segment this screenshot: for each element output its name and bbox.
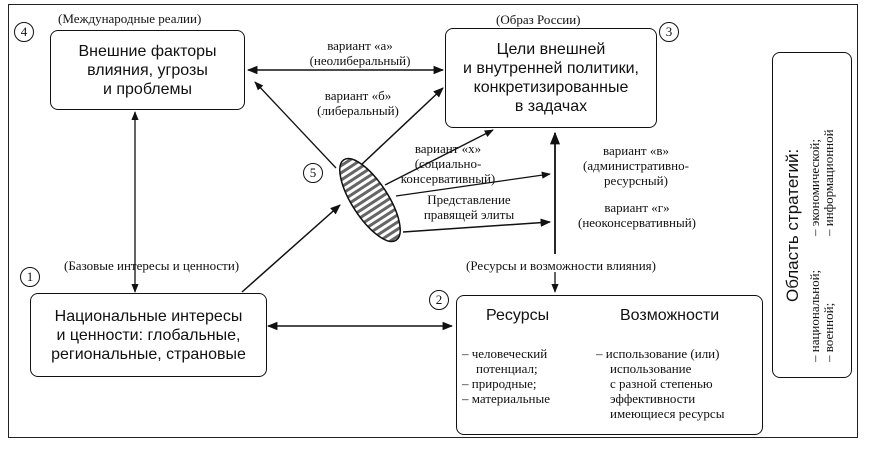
possibility-line-3: с разной степенью [610, 376, 713, 391]
external-factors-box: Внешние факторы влияния, угрозы и пробле… [50, 30, 245, 110]
elite-line-2: правящей элиты [423, 207, 515, 222]
strategy-information: – информационной [821, 129, 836, 236]
variant-v-desc-1: (административно- [583, 158, 689, 173]
elite-line-1: Представление [427, 192, 511, 207]
goals-line-4: в задачах [514, 98, 588, 115]
strategy-col-2: – экономической; – информационной [807, 129, 836, 236]
variant-x-label: вариант «х» (социально- консервативный) [392, 141, 504, 186]
policy-goals-box: Цели внешней и внутренней политики, конк… [445, 28, 657, 128]
strategy-national: – национальной; [807, 269, 822, 362]
arrow-variant-b [254, 81, 337, 169]
step-number-5: 5 [303, 163, 323, 183]
goals-line-2: и внутренней политики, [463, 60, 639, 77]
variant-v-desc-2: ресурсный) [604, 173, 668, 188]
resource-item-3: – материальные [462, 391, 550, 406]
variant-b-label: вариант «б» (либеральный) [304, 88, 412, 118]
external-line-3: и проблемы [102, 80, 192, 98]
strategy-military: – военной; [821, 302, 836, 362]
strategy-area-box [772, 52, 852, 378]
possibility-line-2: использование [610, 361, 692, 376]
arrow-variant-v [395, 171, 551, 197]
variant-v-title: вариант «в» [603, 143, 669, 158]
arrow-variant-g [402, 218, 552, 233]
resources-table [456, 295, 763, 435]
possibilities-list: – использование (или) использование с ра… [596, 346, 724, 421]
resources-influence-label: (Ресурсы и возможности влияния) [466, 258, 656, 273]
step-number-1: 1 [20, 267, 40, 287]
strategy-col-1: – национальной; – военной; [807, 269, 836, 362]
variant-g-label: вариант «г» (неоконсервативный) [564, 200, 710, 230]
external-line-1: Внешние факторы [78, 42, 217, 60]
possibility-line-5: имеющиеся ресурсы [610, 406, 725, 421]
national-line-2: и ценности: глобальные, [56, 326, 241, 344]
goals-line-1: Цели внешней [496, 41, 606, 58]
strategy-economic: – экономической; [807, 138, 822, 236]
step-number-4: 4 [14, 22, 34, 42]
variant-a-label: вариант «а» (неолиберальный) [296, 38, 424, 68]
resources-list: – человеческий потенциал; – природные; –… [462, 346, 550, 406]
variant-v-label: вариант «в» (административно- ресурсный) [566, 143, 706, 188]
external-line-2: влияния, угрозы [87, 61, 208, 79]
step-number-3: 3 [659, 22, 679, 42]
variant-a-desc: (неолиберальный) [309, 53, 411, 68]
variant-g-desc: (неоконсервативный) [577, 215, 697, 230]
variant-g-title: вариант «г» [604, 200, 670, 215]
resources-header: Ресурсы [486, 307, 550, 324]
ruling-elite-label: Представление правящей элиты [412, 192, 526, 222]
step-number-2: 2 [429, 290, 449, 310]
variant-x-desc-2: консервативный) [400, 171, 496, 186]
resource-item-1b: потенциал; [476, 361, 538, 376]
variant-b-title: вариант «б» [324, 88, 392, 103]
resource-item-1: – человеческий [462, 346, 548, 361]
arrow-variant-x [384, 129, 494, 186]
variant-a-title: вариант «а» [327, 38, 393, 53]
ruling-elite-ellipse [339, 157, 401, 243]
national-line-1: Национальные интересы [54, 307, 243, 325]
base-interests-label: (Базовые интересы и ценности) [64, 258, 240, 273]
strategy-area-title: Область стратегий: [783, 148, 802, 302]
national-line-3: региональные, страновые [51, 345, 246, 363]
national-interests-box: Национальные интересы и ценности: глобал… [30, 293, 267, 377]
russia-image-label: (Образ России) [496, 12, 581, 27]
possibility-line-4: эффективности [610, 391, 696, 406]
arrow-elite-goals [359, 87, 444, 167]
resource-item-2: – природные; [462, 376, 537, 391]
international-realities-label: (Международные реалии) [58, 11, 202, 26]
variant-x-desc-1: (социально- [414, 156, 482, 171]
possibility-line-1: – использование (или) [596, 346, 720, 361]
goals-line-3: конкретизированные [473, 79, 629, 96]
possibilities-header: Возможности [620, 307, 720, 324]
arrow-national-elite [241, 204, 341, 293]
diagram-frame [8, 4, 858, 438]
variant-b-desc: (либеральный) [317, 103, 399, 118]
variant-x-title: вариант «х» [414, 141, 482, 156]
